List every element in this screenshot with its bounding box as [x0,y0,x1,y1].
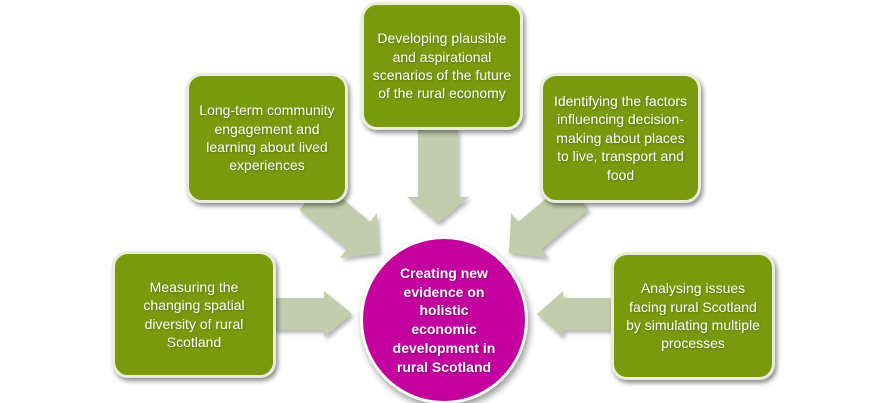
box-top: Developing plausible and aspirational sc… [361,2,523,130]
box-top-label: Developing plausible and aspirational sc… [372,30,512,102]
box-left-label: Measuring the changing spatial diversity… [143,278,245,350]
arrow-top-box-to-center-icon [407,130,469,223]
arrow-left-box-to-center-icon [274,291,352,337]
box-right: Analysing issues facing rural Scotland b… [611,252,775,380]
box-upper-left-label: Long-term community engagement and learn… [199,102,335,174]
box-upper-right-label: Identifying the factors influencing deci… [553,92,688,183]
center-circle: Creating new evidence on holistic econom… [360,236,528,403]
arrow-right-box-to-center-icon [537,291,612,337]
box-upper-left: Long-term community engagement and learn… [186,73,348,203]
box-right-label: Analysing issues facing rural Scotland b… [626,280,760,352]
center-circle-label: Creating new evidence on holistic econom… [392,264,496,375]
box-upper-right: Identifying the factors influencing deci… [540,73,701,203]
box-left: Measuring the changing spatial diversity… [112,251,276,378]
